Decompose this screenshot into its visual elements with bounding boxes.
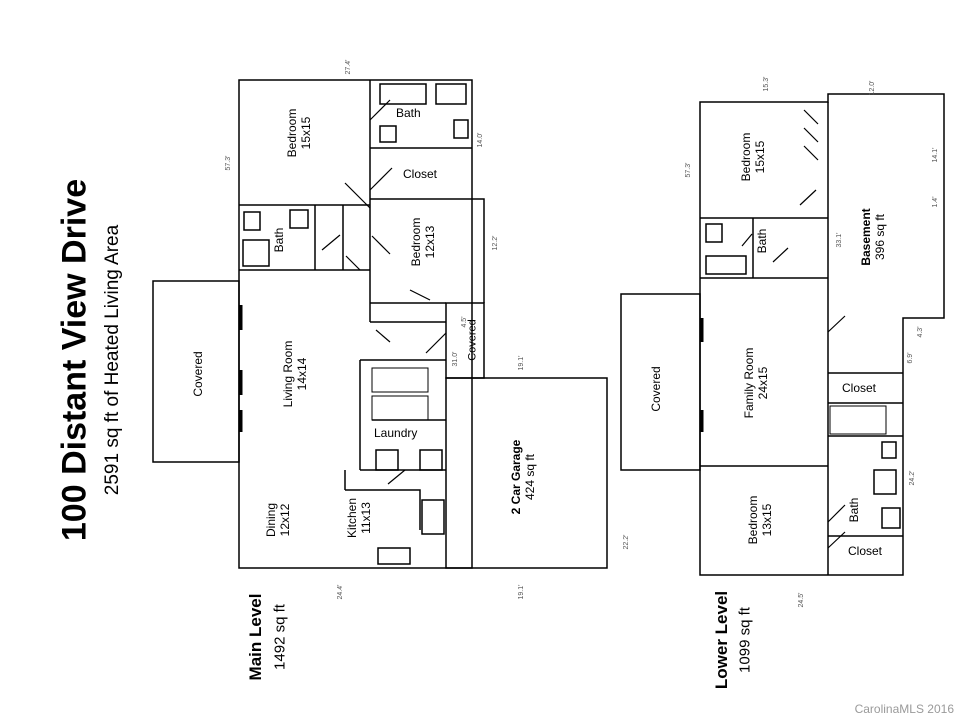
- room-main-bedroom-2: Bedroom 12x13: [409, 217, 438, 267]
- room-name: Bedroom: [739, 132, 754, 182]
- dimension-label: 14.1': [931, 147, 939, 163]
- room-name: Kitchen: [345, 497, 360, 539]
- main-outer-wall: [238, 79, 473, 569]
- room-main-kitchen: Kitchen 11x13: [345, 497, 374, 539]
- room-size: 24x15: [756, 366, 770, 400]
- room-name: Bedroom: [746, 495, 761, 545]
- lower-level-label: Lower Level: [712, 590, 732, 690]
- room-lower-bath-2: Bath: [847, 497, 862, 523]
- dimension-label: 15.3': [762, 76, 770, 92]
- room-lower-basement: Basement 396 sq ft: [859, 208, 888, 266]
- main-bedroom-2-wall: [370, 198, 485, 303]
- room-size: 424 sq ft: [523, 453, 537, 501]
- dimension-label: 57.3': [684, 162, 692, 178]
- main-level-area: 1492 sq ft: [271, 604, 289, 670]
- dimension-label: 33.1': [835, 232, 843, 248]
- room-lower-family: Family Room 24x15: [742, 347, 771, 419]
- lower-covered-porch: [620, 293, 701, 471]
- lower-toilet-2: [881, 441, 897, 459]
- room-main-dining: Dining 12x12: [264, 502, 293, 538]
- dimension-label: 4.3': [916, 326, 924, 338]
- washer: [375, 449, 399, 471]
- room-main-bath-left: Bath: [272, 227, 287, 253]
- dimension-label: 24.5': [797, 592, 805, 608]
- room-main-living: Living Room 14x14: [281, 340, 310, 408]
- dimension-label: 31.0': [451, 351, 459, 367]
- room-name: Bedroom: [285, 108, 300, 158]
- dimension-label: 19.1': [517, 355, 525, 371]
- room-size: 396 sq ft: [873, 213, 887, 261]
- room-main-laundry: Laundry: [374, 426, 418, 440]
- room-name: Family Room: [742, 347, 757, 419]
- room-main-closet: Closet: [403, 167, 438, 181]
- room-size: 12x12: [278, 503, 292, 537]
- room-lower-covered: Covered: [649, 366, 664, 412]
- lower-sink-2: [881, 507, 901, 529]
- dimension-label: 14.0': [476, 132, 484, 148]
- toilet-top: [379, 125, 397, 143]
- lower-door-swings: [741, 109, 846, 549]
- dimension-label: 12.0': [868, 80, 876, 96]
- room-main-bath-top: Bath: [396, 106, 421, 120]
- room-size: 15x15: [299, 116, 313, 150]
- room-lower-closet-2: Closet: [848, 544, 883, 558]
- room-lower-bedroom-1: Bedroom 15x15: [739, 132, 768, 182]
- main-covered-porch-small: [445, 302, 485, 379]
- tub-left: [242, 239, 270, 267]
- watermark: CarolinaMLS 2016: [854, 702, 954, 716]
- kitchen-stove: [421, 499, 445, 535]
- dimension-label: 12.2': [491, 235, 499, 251]
- sink-top: [453, 119, 469, 139]
- door-swings: [321, 99, 447, 485]
- room-main-covered-left: Covered: [191, 351, 206, 397]
- room-size: 11x13: [359, 502, 373, 534]
- lower-stairs: [829, 405, 887, 435]
- dimension-label: 19.1': [517, 584, 525, 600]
- room-name: Living Room: [281, 340, 296, 408]
- dimension-label: 4.5': [460, 316, 468, 328]
- dimension-label: 27.4': [344, 59, 352, 75]
- lower-level-area: 1099 sq ft: [736, 607, 754, 673]
- lower-toilet-1: [705, 223, 723, 243]
- room-size: 12x13: [423, 225, 437, 259]
- main-garage-wall: [445, 377, 608, 569]
- shower-top: [435, 83, 467, 105]
- dimension-label: 57.3': [224, 155, 232, 171]
- dimension-label: 6.9': [906, 352, 914, 364]
- room-name: 2 Car Garage: [509, 439, 524, 515]
- lower-outer-wall: [699, 93, 945, 576]
- room-name: Basement: [859, 208, 874, 266]
- lower-shower: [873, 469, 897, 495]
- lower-tub: [705, 255, 747, 275]
- kitchen-island: [377, 547, 411, 565]
- main-level-label: Main Level: [246, 593, 266, 681]
- room-size: 15x15: [753, 140, 767, 174]
- main-covered-porch-left: [152, 280, 240, 463]
- sink-left: [289, 209, 309, 229]
- kitchen-counter: [344, 470, 421, 530]
- room-name: Bedroom: [409, 217, 424, 267]
- dryer: [419, 449, 443, 471]
- page-subtitle: 2591 sq ft of Heated Living Area: [102, 224, 124, 496]
- page-title: 100 Distant View Drive: [55, 178, 94, 542]
- dimension-label: 24.4': [336, 584, 344, 600]
- tub-top: [379, 83, 427, 105]
- main-stairs: [371, 367, 429, 421]
- room-size: 13x15: [760, 503, 774, 537]
- dimension-label: 24.2': [908, 470, 916, 486]
- room-lower-bath-1: Bath: [755, 228, 770, 254]
- room-main-garage: 2 Car Garage 424 sq ft: [509, 439, 538, 515]
- room-lower-closet-1: Closet: [842, 381, 877, 395]
- room-size: 14x14: [295, 357, 309, 391]
- dimension-label: 1.4': [931, 196, 939, 208]
- toilet-left: [243, 211, 261, 231]
- dimension-label: 22.2': [622, 534, 630, 550]
- room-name: Dining: [264, 502, 279, 538]
- room-lower-bedroom-2: Bedroom 13x15: [746, 495, 775, 545]
- room-main-bedroom-1: Bedroom 15x15: [285, 108, 314, 158]
